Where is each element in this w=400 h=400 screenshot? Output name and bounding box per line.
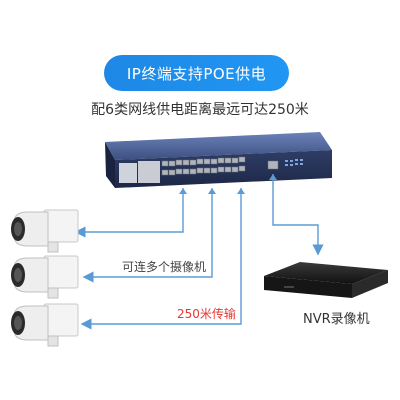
poe-title-pill: IP终端支持POE供电 <box>104 55 289 91</box>
cable-camera-1 <box>74 188 184 238</box>
nvr-recorder-icon <box>264 262 388 298</box>
poe-switch-icon <box>105 132 332 188</box>
distance-label: 250米传输 <box>177 307 236 321</box>
cable-nvr <box>272 174 324 256</box>
nvr-label: NVR录像机 <box>303 312 370 327</box>
ip-camera-icon <box>11 303 79 347</box>
cable-camera-3 <box>80 188 242 330</box>
ip-camera-icon <box>11 209 79 253</box>
ip-camera-icon <box>11 255 79 299</box>
distance-subtitle: 配6类网线供电距离最远可达250米 <box>91 102 309 118</box>
cameras-label: 可连多个摄像机 <box>122 260 207 274</box>
cable-camera-2 <box>82 188 213 283</box>
